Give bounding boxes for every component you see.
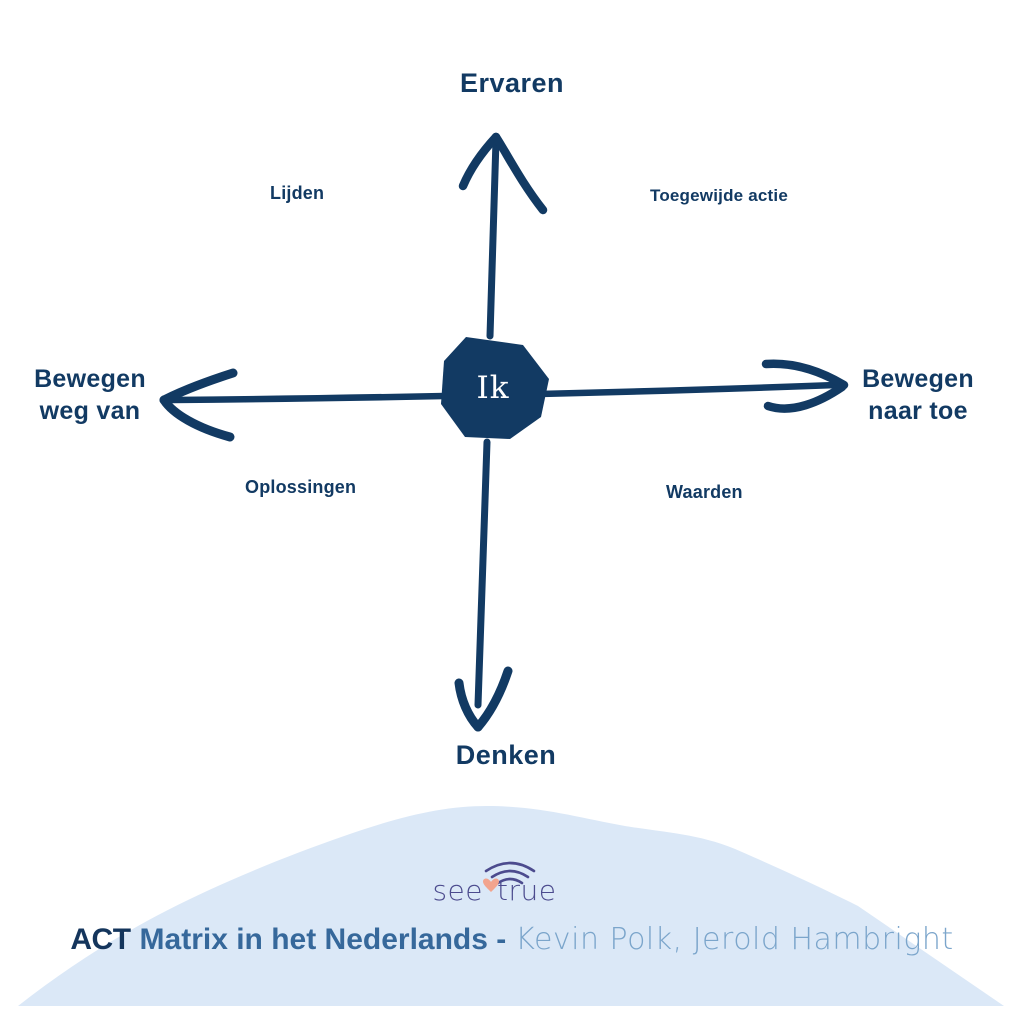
up-arrowhead-left <box>458 132 501 191</box>
quadrant-bottom-left-label: Oplossingen <box>245 477 357 497</box>
wifi-arcs-icon <box>484 861 536 885</box>
right-arrowhead-lower <box>763 382 847 413</box>
down-arrowhead-right <box>473 666 513 732</box>
bottom-axis-label: Denken <box>455 740 557 770</box>
heart-icon <box>483 878 499 892</box>
caption-act: ACT <box>70 923 131 956</box>
quadrant-top-left-label: Lijden <box>270 183 325 203</box>
footer-caption: ACT Matrix in het Nederlands - Kevin Pol… <box>0 922 1024 957</box>
up-arrowhead-right <box>491 132 548 215</box>
vertical-axis-arrow <box>454 132 548 732</box>
left-arrowhead-upper <box>159 368 238 405</box>
left-axis-label: Bewegen weg van <box>34 365 146 425</box>
ik-octagon <box>441 337 549 439</box>
left-arrowhead-lower <box>159 395 235 442</box>
right-axis-label: Bewegen naar toe <box>862 365 974 425</box>
up-arrow-shaft <box>486 136 500 340</box>
caption-title: Matrix in het Nederlands - <box>139 923 507 956</box>
down-arrow-shaft <box>474 438 491 709</box>
horizontal-axis-arrow <box>159 359 849 442</box>
logo-see-text: see <box>432 874 483 907</box>
center-ik-label: Ik <box>476 370 510 406</box>
logo-true-text: true <box>497 874 557 907</box>
hill-shape <box>18 806 1004 1006</box>
top-axis-label: Ervaren <box>459 68 565 98</box>
quadrant-top-right-label: Toegewijde actie <box>650 186 788 205</box>
quadrant-bottom-right-label: Waarden <box>666 482 743 502</box>
right-arrowhead-upper <box>761 359 849 390</box>
caption-authors: Kevin Polk, Jerold Hambright <box>515 922 954 957</box>
